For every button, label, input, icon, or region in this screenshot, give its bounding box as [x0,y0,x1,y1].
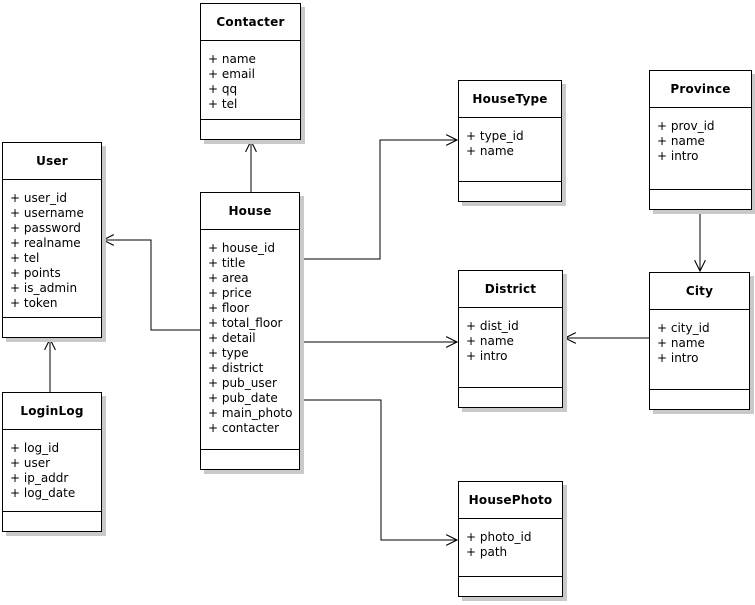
class-attributes-user: + user_id + username + password + realna… [10,191,84,310]
class-methods-province [650,189,751,209]
class-methods-house [201,449,299,469]
class-attributes-contacter: + name + email + qq + tel [208,52,256,111]
connector-house-to-user [103,240,200,331]
class-title-housephoto: HousePhoto [459,482,562,519]
connector-house-to-housephoto [300,399,457,540]
class-title-province: Province [650,71,751,108]
class-title-loginlog: LoginLog [3,393,101,430]
connector-house-to-housetype [300,140,457,260]
class-methods-user [3,317,101,337]
class-methods-housetype [459,181,561,201]
class-methods-loginlog [3,511,101,531]
class-methods-district [459,387,562,407]
class-title-housetype: HouseType [459,81,561,118]
class-attributes-city: + city_id + name + intro [657,321,710,365]
class-box-contacter: Contacter + name + email + qq + tel [200,3,301,140]
class-box-district: District + dist_id + name + intro [458,270,563,408]
class-box-housetype: HouseType + type_id + name [458,80,562,202]
class-box-province: Province + prov_id + name + intro [649,70,752,210]
class-box-loginlog: LoginLog + log_id + user + ip_addr + log… [2,392,102,532]
class-methods-housephoto [459,576,562,596]
class-title-city: City [650,273,749,310]
class-box-housephoto: HousePhoto + photo_id + path [458,481,563,597]
class-attributes-province: + prov_id + name + intro [657,119,715,163]
class-title-contacter: Contacter [201,4,300,41]
class-attributes-house: + house_id + title + area + price + floo… [208,241,293,435]
class-box-user: User + user_id + username + password + r… [2,142,102,338]
class-attributes-district: + dist_id + name + intro [466,319,519,363]
class-box-house: House + house_id + title + area + price … [200,192,300,470]
class-title-house: House [201,193,299,230]
class-title-user: User [3,143,101,180]
class-attributes-loginlog: + log_id + user + ip_addr + log_date [10,441,76,500]
class-box-city: City + city_id + name + intro [649,272,750,410]
class-attributes-housephoto: + photo_id + path [466,530,532,559]
class-attributes-housetype: + type_id + name [466,129,524,158]
class-methods-city [650,389,749,409]
class-title-district: District [459,271,562,308]
class-methods-contacter [201,119,300,139]
